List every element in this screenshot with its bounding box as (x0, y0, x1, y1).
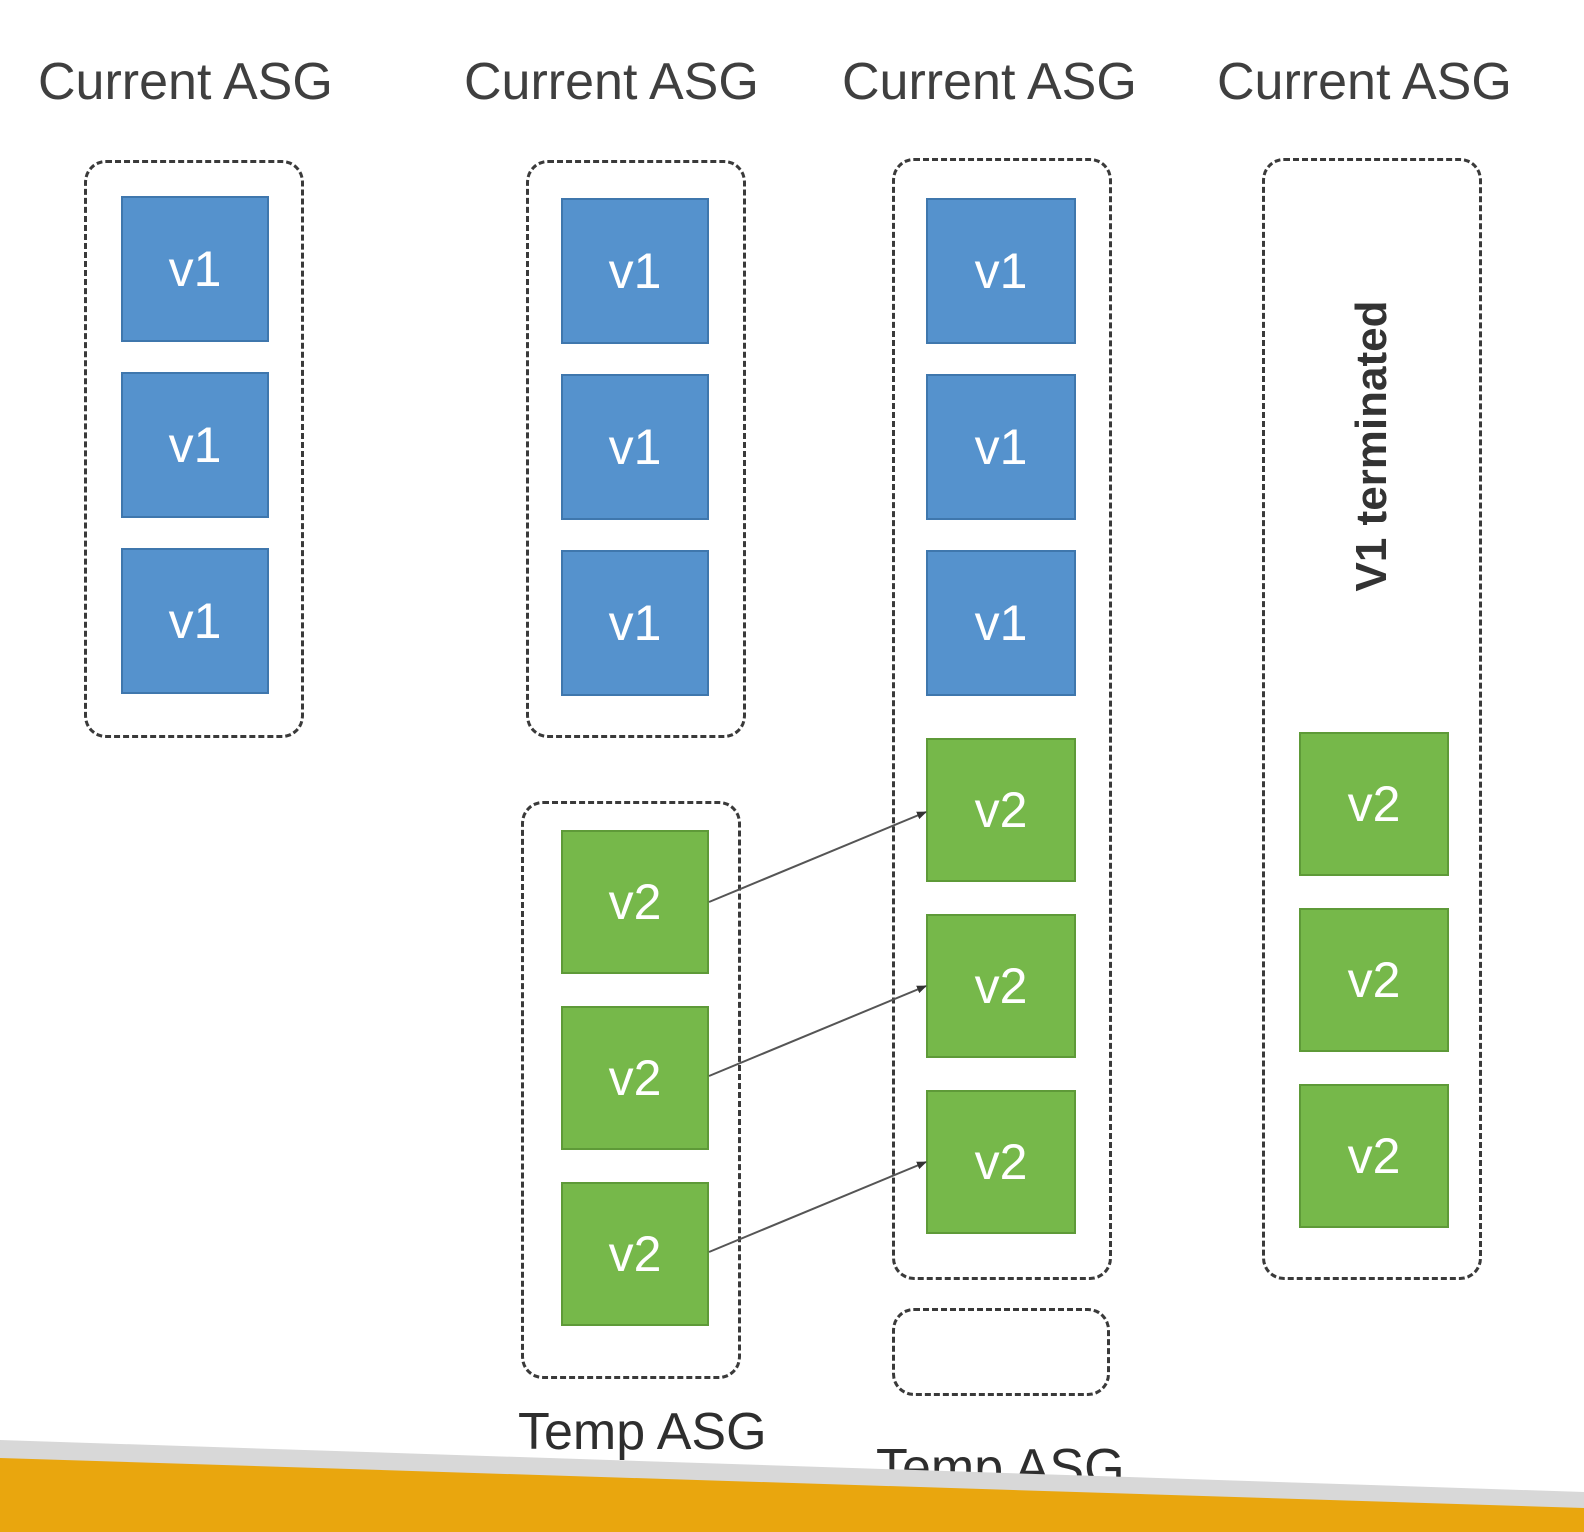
instance-v1: v1 (926, 198, 1076, 344)
instance-v1: v1 (561, 550, 709, 696)
current-asg-group-2 (526, 160, 746, 738)
instance-v2: v2 (926, 738, 1076, 882)
instance-v2: v2 (1299, 1084, 1449, 1228)
current-asg-group-1 (84, 160, 304, 738)
footer-accent-bar (0, 1458, 1584, 1532)
column-3-title: Current ASG (842, 53, 1137, 111)
column-2-title: Current ASG (464, 53, 759, 111)
current-asg-group-3 (892, 158, 1112, 1280)
footer-shadow (0, 1440, 1584, 1532)
instance-v1: v1 (926, 374, 1076, 520)
column-1-title: Current ASG (38, 53, 333, 111)
current-asg-group-4 (1262, 158, 1482, 1280)
instance-v2: v2 (561, 1006, 709, 1150)
instance-v1: v1 (561, 374, 709, 520)
instance-v2: v2 (561, 1182, 709, 1326)
instance-v2: v2 (1299, 908, 1449, 1052)
instance-v2: v2 (1299, 732, 1449, 876)
instance-v1: v1 (121, 372, 269, 518)
instance-v1: v1 (926, 550, 1076, 696)
temp-asg-label: Temp ASG (518, 1403, 767, 1461)
instance-v2: v2 (926, 914, 1076, 1058)
instance-v1: v1 (121, 548, 269, 694)
instance-v1: v1 (561, 198, 709, 344)
instance-v2: v2 (926, 1090, 1076, 1234)
temp-asg-label: Temp ASG (876, 1439, 1125, 1497)
v1-terminated-label: V1 terminated (1347, 300, 1396, 592)
column-4-title: Current ASG (1217, 53, 1512, 111)
instance-v2: v2 (561, 830, 709, 974)
temp-asg-group (521, 801, 741, 1379)
instance-v1: v1 (121, 196, 269, 342)
empty-temp-asg-group (892, 1308, 1110, 1396)
